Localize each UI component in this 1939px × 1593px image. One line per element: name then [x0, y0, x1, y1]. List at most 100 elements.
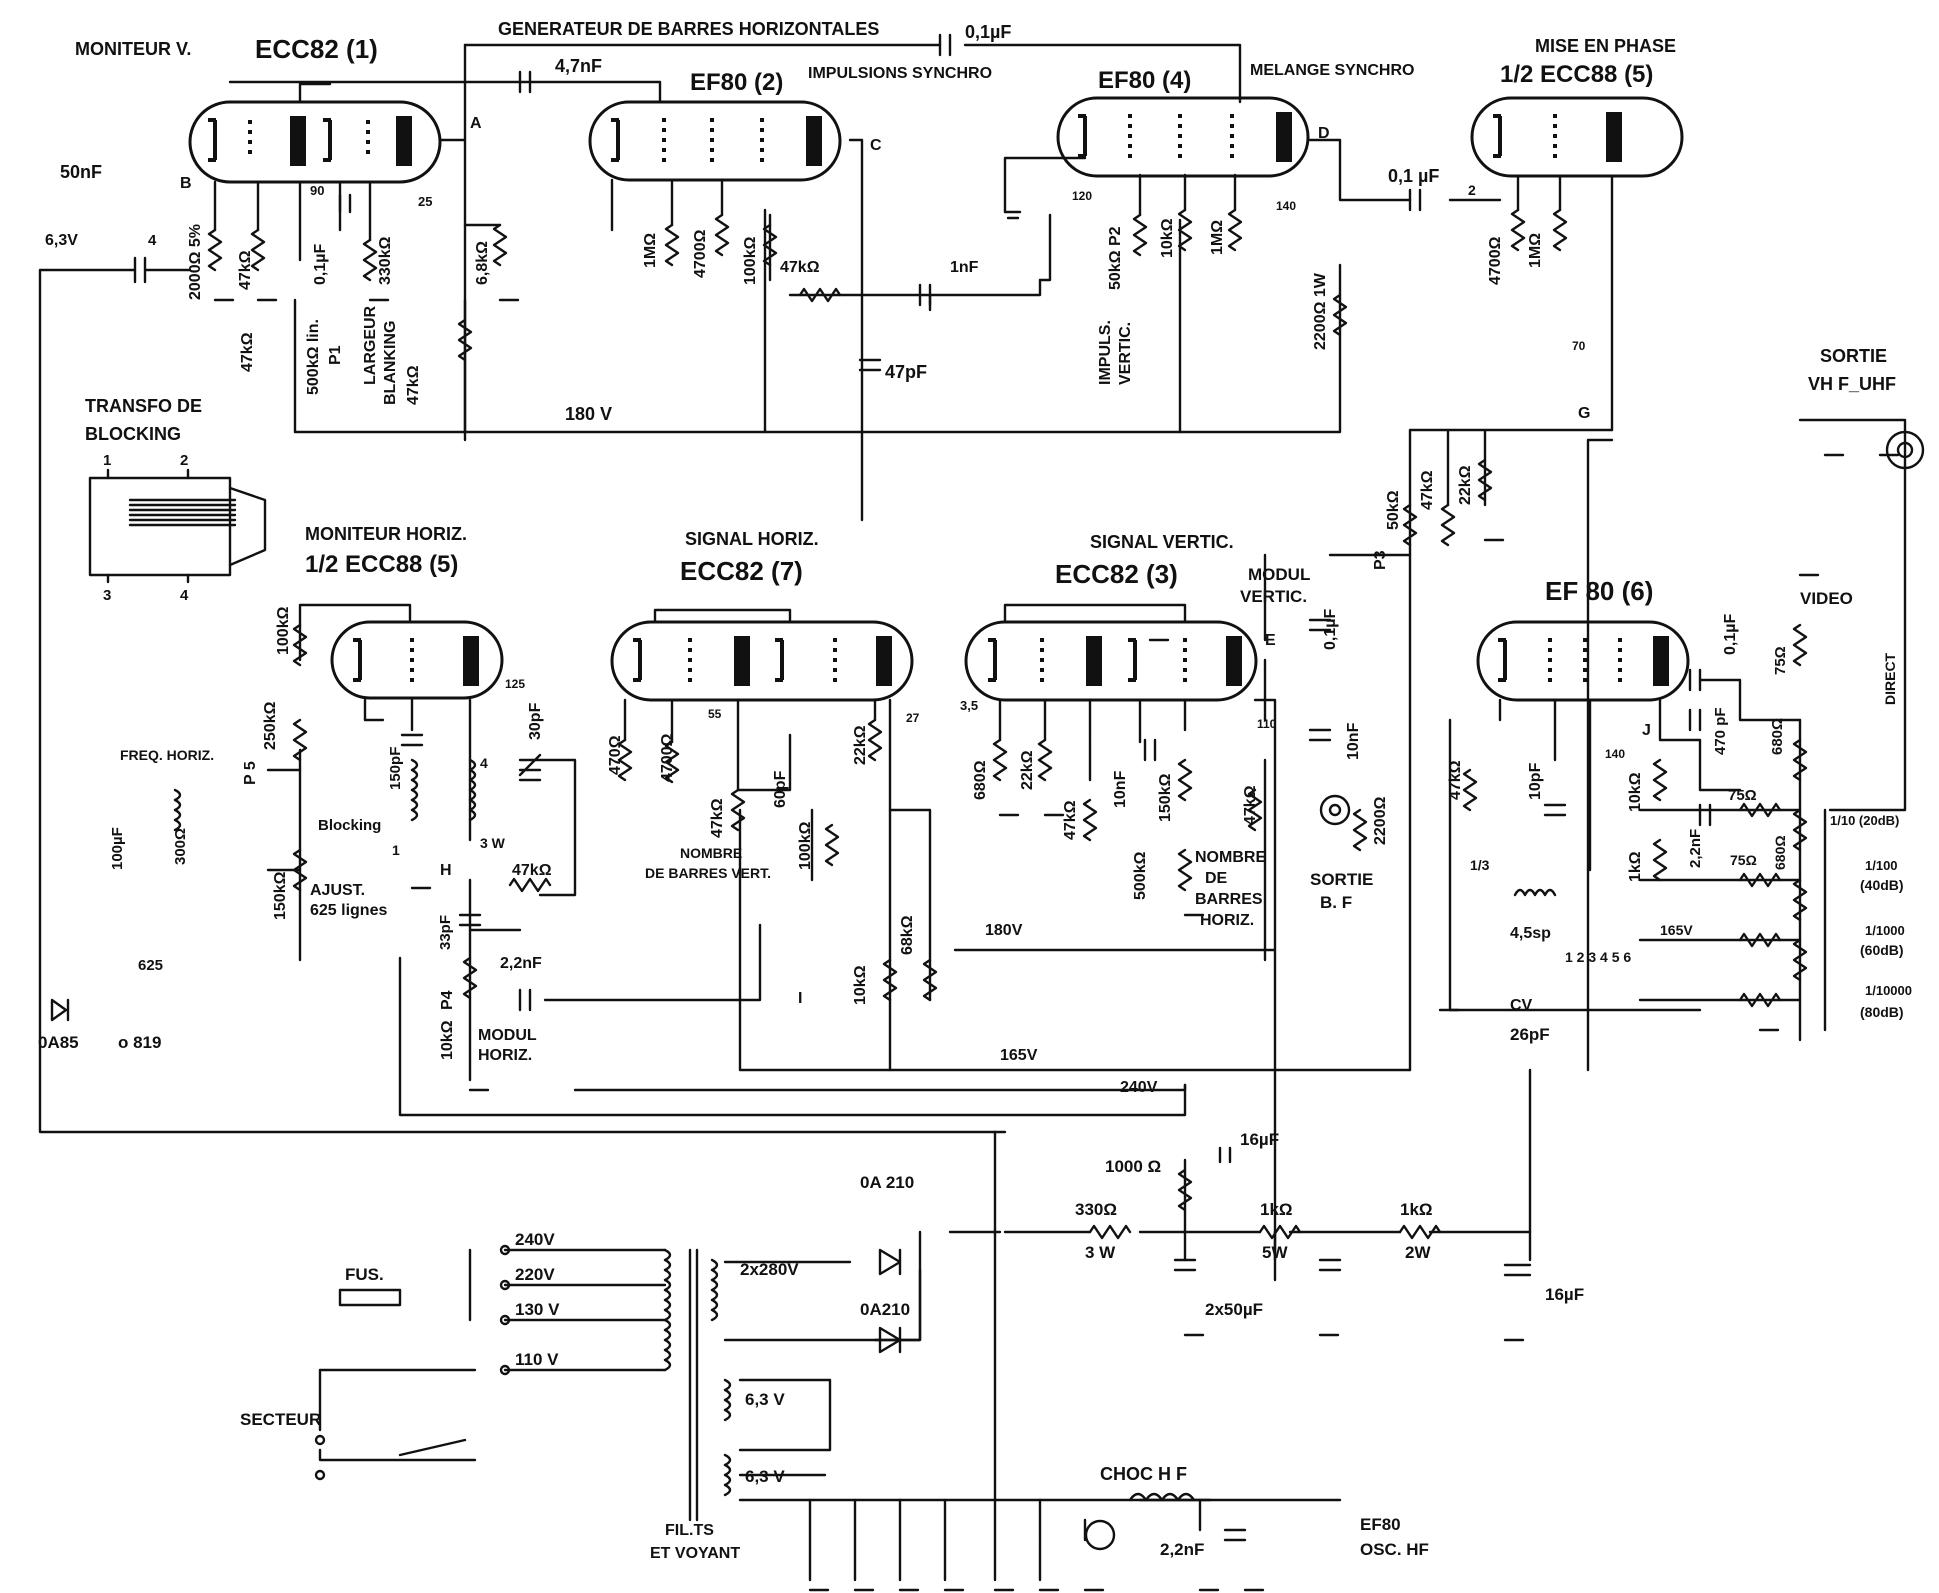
inductors: [173, 758, 1557, 1502]
label-pin4: 4: [148, 232, 157, 249]
label-modul-v: MODUL: [1248, 565, 1310, 584]
label-v180: 180 V: [565, 404, 612, 424]
label-frac: 1/3: [1470, 857, 1490, 873]
label-w1: 1: [392, 842, 400, 858]
label-pin120: 120: [1072, 189, 1092, 203]
title-v6-type: EF 80 (6): [1545, 576, 1653, 606]
label-vertic: VERTIC.: [1117, 322, 1134, 385]
label-r100k-a: 100kΩ: [742, 236, 759, 285]
title-v1-type: ECC82 (1): [255, 34, 378, 64]
label-r47k-b: 47kΩ: [239, 332, 256, 372]
title-v5b-type: 1/2 ECC88 (5): [305, 551, 458, 578]
label-r680-a: 680Ω: [972, 760, 989, 800]
label-osc: OSC. HF: [1360, 1540, 1429, 1559]
label-pin140b: 140: [1605, 747, 1625, 761]
label-c33p: 33pF: [437, 915, 454, 950]
title-gen: GENERATEUR DE BARRES HORIZONTALES: [498, 19, 879, 39]
label-c22n-a: 2,2nF: [500, 955, 542, 972]
label-pinI: I: [798, 990, 802, 1007]
label-l63v: 6,3V: [45, 232, 78, 249]
title-v4-type: EF80 (4): [1098, 67, 1191, 94]
label-c01-d: 0,1µF: [1722, 614, 1739, 655]
label-impuls: IMPULS.: [1097, 320, 1114, 385]
label-r10k-p4: 10kΩ: [439, 1020, 456, 1060]
label-oa210-a: 0A 210: [860, 1173, 914, 1192]
label-c47n: 4,7nF: [555, 56, 602, 76]
tube-ecc82-7: [610, 620, 914, 702]
title-v5a-role: MISE EN PHASE: [1535, 36, 1676, 56]
label-l45: 4,5sp: [1510, 925, 1551, 942]
label-sec280: 2x280V: [740, 1260, 799, 1279]
label-freq: FREQ. HORIZ.: [120, 747, 214, 763]
label-c26p: 26pF: [1510, 1025, 1550, 1044]
title-v7-type: ECC82 (7): [680, 556, 803, 586]
label-att2: 1/100: [1865, 858, 1898, 873]
label-c2x50: 2x50µF: [1205, 1300, 1263, 1319]
tube-titles: MONITEUR V. ECC82 (1) GENERATEUR DE BARR…: [75, 19, 1676, 606]
label-de2: DE: [1205, 870, 1228, 887]
title-v7-role: SIGNAL HORIZ.: [685, 529, 819, 549]
label-blanking: BLANKING: [382, 321, 399, 405]
diodes: [50, 998, 902, 1354]
label-pinE: E: [1265, 632, 1276, 649]
label-p5: P 5: [242, 761, 259, 785]
label-lignes: 625 lignes: [310, 902, 387, 919]
label-r47k-g: 47kΩ: [1062, 800, 1079, 840]
label-c10n-b: 10nF: [1345, 722, 1362, 760]
label-r75-a: 75Ω: [1772, 646, 1789, 675]
label-choc: CHOC H F: [1100, 1464, 1187, 1484]
label-r330: 330kΩ: [377, 236, 394, 285]
label-r47k-h: 47kΩ: [1242, 785, 1259, 825]
label-r2000: 2000Ω 5%: [187, 224, 204, 300]
label-att1: 1/10 (20dB): [1830, 813, 1899, 828]
label-c150p: 150pF: [387, 747, 404, 790]
label-pin110: 110: [1257, 717, 1277, 731]
tube-ecc88-5b: [330, 620, 504, 700]
label-vertic-v: VERTIC.: [1240, 587, 1307, 606]
label-att3: 1/1000: [1865, 923, 1905, 938]
label-r1k-a: 1kΩ: [1627, 851, 1644, 882]
label-c01-c: 0,1µF: [1322, 609, 1339, 650]
resistors: [207, 208, 1808, 1240]
label-r1M-c: 1MΩ: [1527, 233, 1544, 268]
label-s63a: 6,3 V: [745, 1390, 785, 1409]
label-pinG: G: [1578, 405, 1590, 422]
label-r150: 150kΩ: [272, 871, 289, 920]
transformer-core: [468, 1248, 699, 1522]
label-c60p: 60pF: [772, 770, 789, 808]
label-barres-v: DE BARRES VERT.: [645, 865, 771, 881]
label-c50n: 50nF: [60, 162, 102, 182]
label-v180b: 180V: [985, 922, 1023, 939]
ground-symbols: [213, 210, 1900, 1592]
label-c01-b: 0,1 µF: [1388, 166, 1439, 186]
label-voyant: ET VOYANT: [650, 1545, 740, 1562]
label-r47k-a: 47kΩ: [237, 250, 254, 290]
label-r75-c: 75Ω: [1730, 852, 1757, 868]
label-tap130: 130 V: [515, 1300, 560, 1319]
label-r2200: 2200Ω 1W: [1312, 272, 1329, 350]
label-r50k: 50kΩ: [1385, 490, 1402, 530]
label-ajust: AJUST.: [310, 882, 365, 899]
label-pinA: A: [470, 115, 482, 132]
tube-ef80-4: [1056, 96, 1310, 178]
capacitors: [133, 33, 1712, 1542]
label-t3: 3: [103, 587, 111, 604]
label-p3: P3: [1372, 550, 1389, 570]
label-largeur: LARGEUR: [362, 305, 379, 385]
label-w3: 3 W: [480, 835, 506, 851]
label-att2b: (40dB): [1860, 877, 1904, 893]
label-direct: DIRECT: [1882, 652, 1898, 705]
label-c47p: 47pF: [885, 362, 927, 382]
label-r250: 250kΩ: [262, 701, 279, 750]
label-r10k-b: 10kΩ: [852, 965, 869, 1005]
label-att3b: (60dB): [1860, 942, 1904, 958]
label-r4700-a: 4700Ω: [692, 229, 709, 278]
label-sortie-bf: SORTIE: [1310, 870, 1373, 889]
label-p4: P4: [439, 990, 456, 1010]
label-s63b: 6,3 V: [745, 1467, 785, 1486]
label-att4: 1/10000: [1865, 983, 1912, 998]
label-r47k-e: 47kΩ: [512, 862, 552, 879]
label-r1k-2: 1kΩ: [1400, 1200, 1433, 1219]
tube-ecc82-1: [188, 100, 442, 184]
